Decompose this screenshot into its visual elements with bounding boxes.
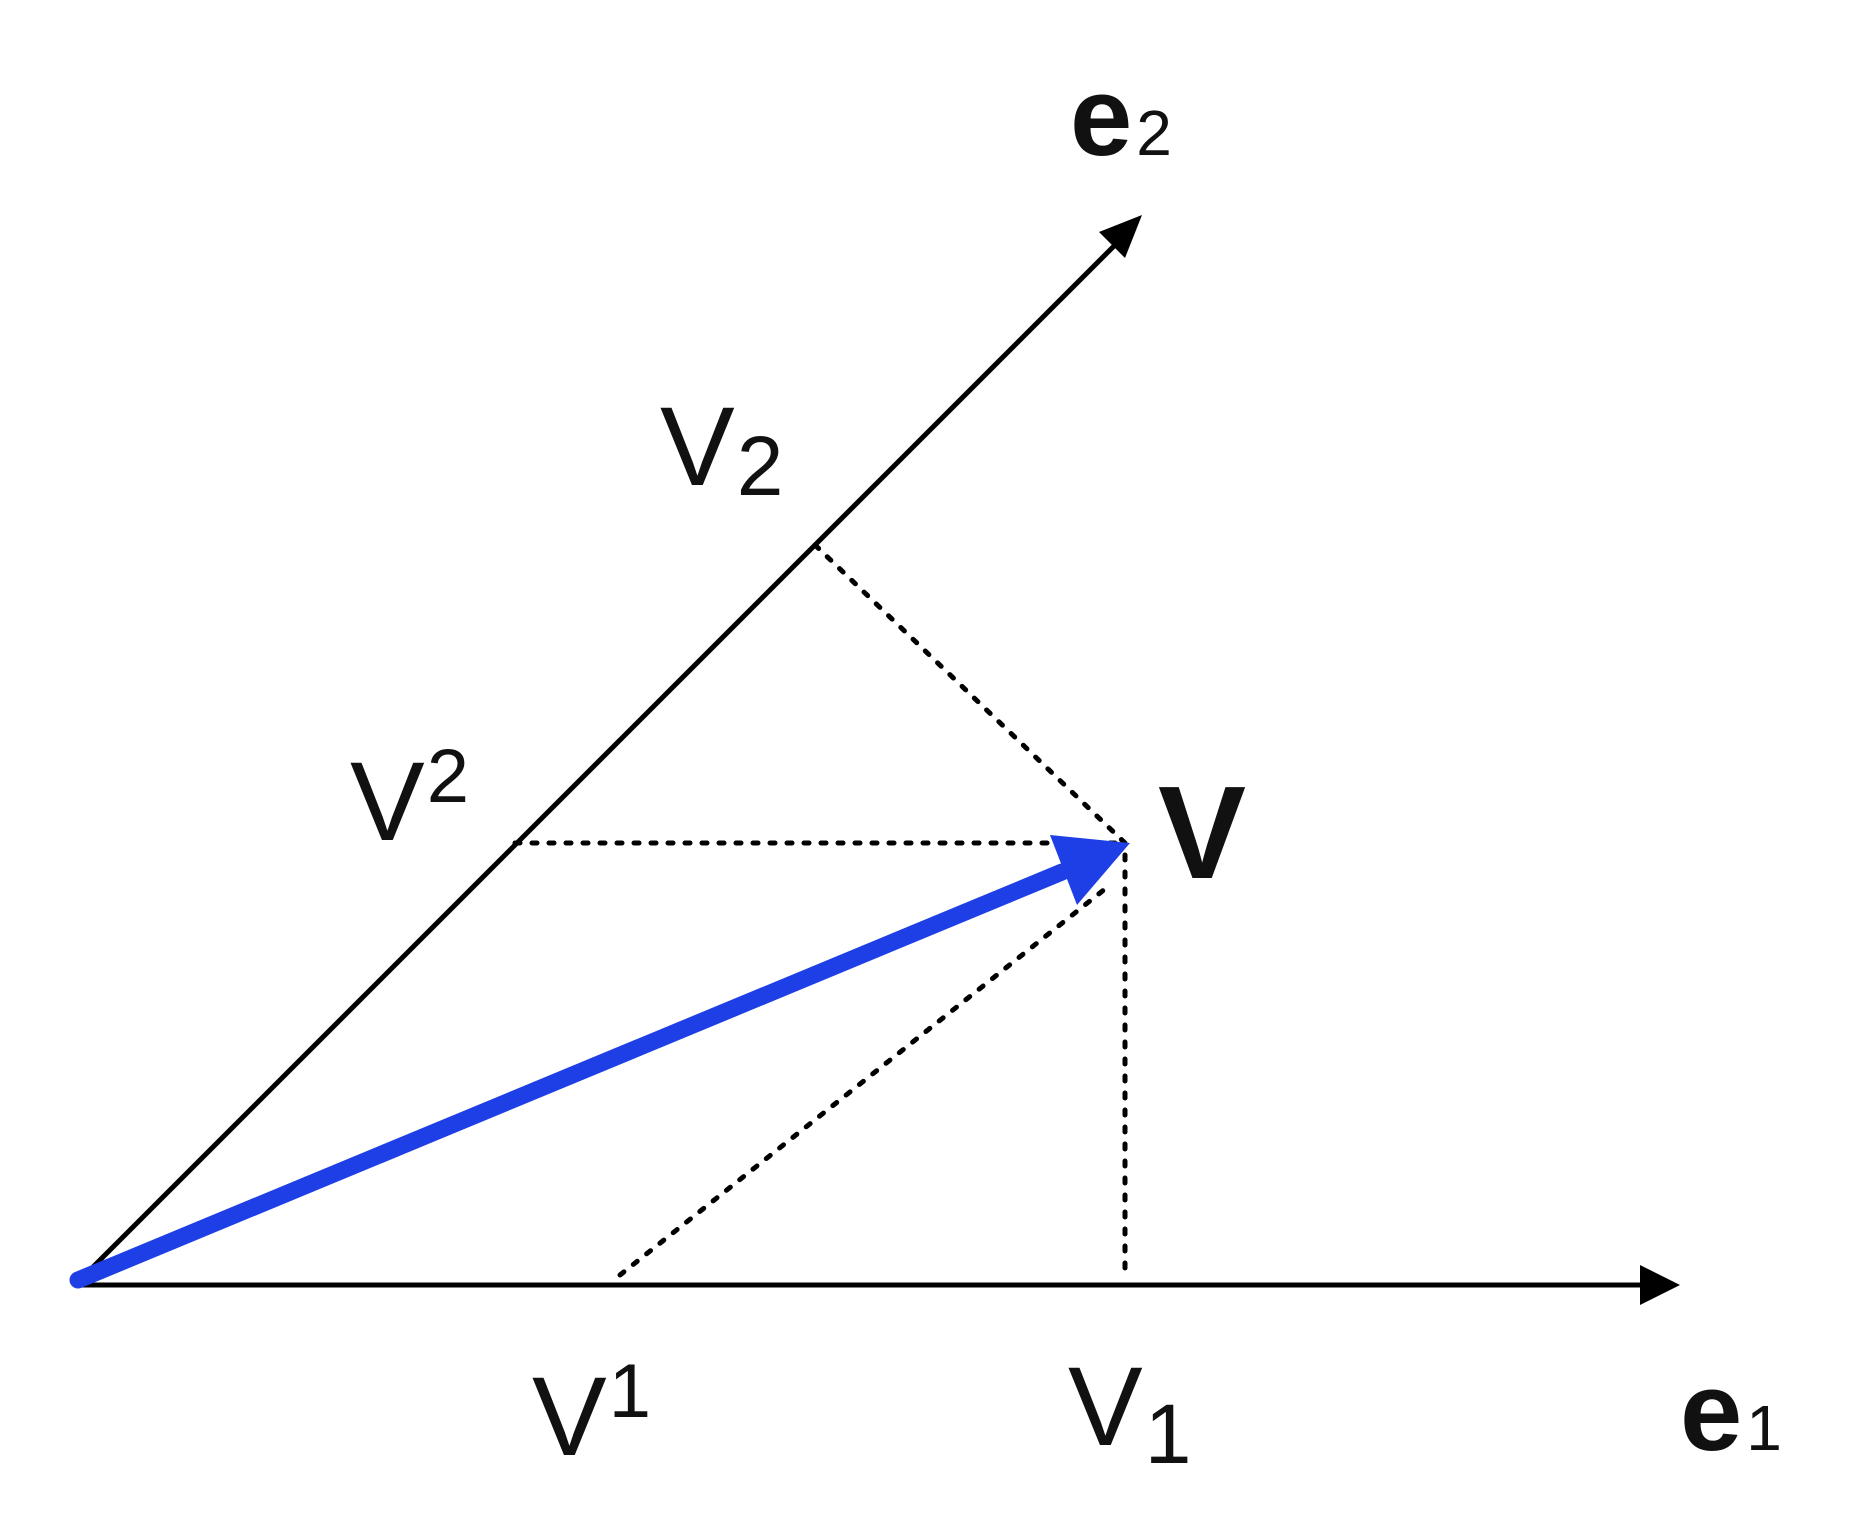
e2-arrowhead bbox=[1099, 215, 1142, 258]
label-v: V bbox=[1158, 759, 1246, 906]
label-v1-contravariant: V1 bbox=[532, 1349, 651, 1479]
label-e2: e2 bbox=[1070, 54, 1172, 179]
vector-v bbox=[69, 835, 1130, 1289]
label-v2-covariant: V2 bbox=[660, 384, 783, 513]
projection-lines bbox=[512, 542, 1128, 1283]
label-e1: e1 bbox=[1680, 1349, 1782, 1474]
e1-axis bbox=[75, 1265, 1680, 1305]
projection-to-v2-covariant bbox=[812, 542, 1128, 846]
vector-v-arrowhead bbox=[1050, 835, 1130, 905]
e1-arrowhead bbox=[1640, 1265, 1680, 1305]
label-v2-contravariant: V2 bbox=[350, 734, 469, 864]
projection-to-v1-contravariant bbox=[617, 882, 1113, 1278]
e2-axis bbox=[73, 215, 1142, 1287]
label-v1-covariant: V1 bbox=[1068, 1344, 1191, 1481]
